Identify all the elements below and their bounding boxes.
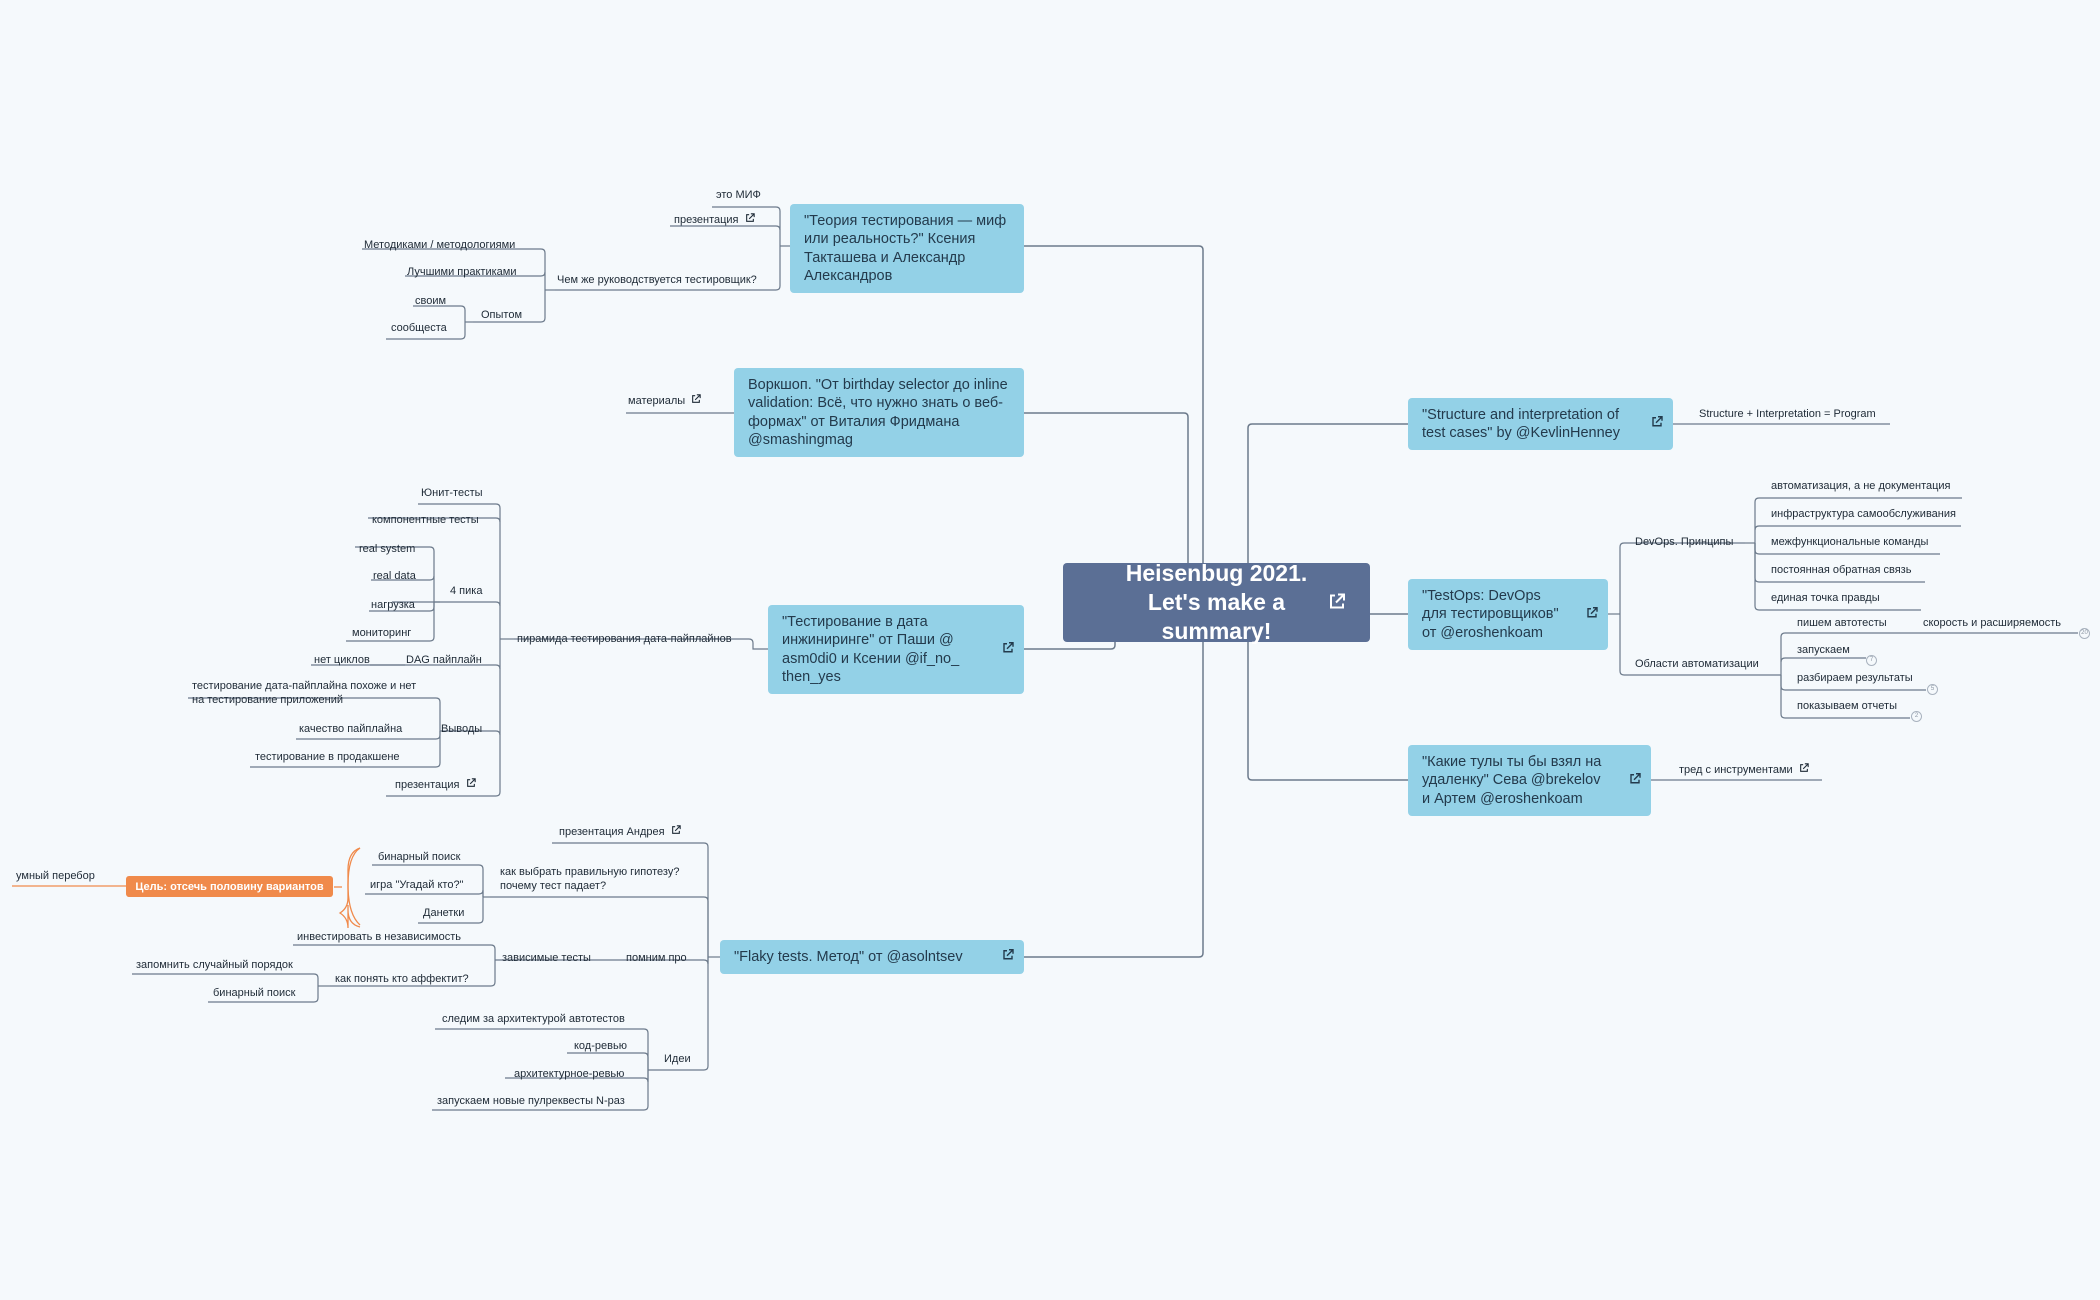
- central-topic-title: Heisenbug 2021. Let's make a summary!: [1125, 560, 1308, 644]
- subtopic-community[interactable]: сообщеста: [391, 322, 447, 334]
- subtopic-run[interactable]: запускаем: [1797, 644, 1850, 656]
- subtopic-principle-2[interactable]: инфраструктура самообслуживания: [1771, 508, 1956, 520]
- subtopic-label: презентация: [674, 214, 739, 226]
- external-link-icon[interactable]: [745, 213, 755, 227]
- subtopic-random-order[interactable]: запомнить случайный порядок: [136, 959, 293, 971]
- subtopic-conclusions[interactable]: Выводы: [441, 723, 483, 735]
- external-link-icon[interactable]: [1629, 771, 1641, 790]
- subtopic-real-system[interactable]: real system: [359, 543, 416, 555]
- subtopic-question[interactable]: Чем же руководствуется тестировщик?: [557, 274, 757, 286]
- external-link-icon[interactable]: [466, 778, 476, 792]
- external-link-icon[interactable]: [1799, 763, 1809, 777]
- external-link-icon[interactable]: [691, 394, 701, 408]
- topic-testops[interactable]: "TestOps: DevOps для тестировщиков" от @…: [1408, 579, 1608, 650]
- subtopic-reports[interactable]: показываем отчеты: [1797, 700, 1897, 712]
- external-link-icon[interactable]: [1002, 948, 1014, 967]
- subtopic-four-peaks[interactable]: 4 пика: [450, 585, 483, 597]
- subtopic-principle-3[interactable]: межфункциональные команды: [1771, 536, 1929, 548]
- subtopic-label: материалы: [628, 395, 686, 407]
- subtopic-binary-search-2[interactable]: бинарный поиск: [213, 987, 296, 999]
- topic-data-engineering[interactable]: "Тестирование в дата инжиниринге" от Паш…: [768, 605, 1024, 694]
- topic-title: "Какие тулы ты бы взял на удаленку" Сева…: [1422, 753, 1602, 807]
- subtopic-pyramid[interactable]: пирамида тестирования дата-пайплайнов: [517, 633, 732, 645]
- subtopic-presentation[interactable]: презентация: [674, 213, 755, 227]
- subtopic-methods[interactable]: Методиками / методологиями: [364, 239, 516, 251]
- subtopic-materials[interactable]: материалы: [628, 394, 701, 408]
- central-topic[interactable]: Heisenbug 2021. Let's make a summary!: [1063, 560, 1370, 644]
- subtopic-n-runs[interactable]: запускаем новые пулреквесты N-раз: [437, 1095, 625, 1107]
- external-link-icon[interactable]: [671, 825, 681, 839]
- external-link-icon[interactable]: [1586, 605, 1598, 624]
- collapsed-count-badge[interactable]: 5: [1927, 684, 1938, 695]
- topic-workshop[interactable]: Воркшоп. "От birthday selector до inline…: [734, 368, 1024, 457]
- subtopic-remember-about[interactable]: помним про: [626, 952, 687, 964]
- subtopic-unit-tests[interactable]: Юнит-тесты: [421, 487, 483, 499]
- collapsed-count-badge[interactable]: 2: [1911, 711, 1922, 722]
- subtopic-arch-review[interactable]: архитектурное-ревью: [514, 1068, 625, 1080]
- subtopic-who-affects[interactable]: как понять кто аффектит?: [335, 973, 469, 985]
- subtopic-dependent-tests[interactable]: зависимые тесты: [502, 952, 591, 964]
- subtopic-analyze[interactable]: разбираем результаты: [1797, 672, 1913, 684]
- topic-title: "Flaky tests. Метод" от @asolntsev: [734, 948, 963, 965]
- subtopic-automation-areas[interactable]: Области автоматизации: [1635, 658, 1759, 670]
- subtopic-tools-thread[interactable]: тред с инструментами: [1679, 763, 1809, 777]
- topic-theory[interactable]: "Теория тестирования — миф или реальност…: [790, 204, 1024, 293]
- subtopic-monitoring[interactable]: мониторинг: [352, 627, 412, 639]
- collapsed-count-badge[interactable]: 20: [2079, 628, 2090, 639]
- subtopic-principle-1[interactable]: автоматизация, а не документация: [1771, 480, 1951, 492]
- topic-title: "Тестирование в дата инжиниринге" от Паш…: [782, 613, 960, 686]
- external-link-icon[interactable]: [1651, 415, 1663, 434]
- subtopic-principle-5[interactable]: единая точка правды: [1771, 592, 1880, 604]
- subtopic-speed[interactable]: скорость и расширяемость: [1923, 617, 2062, 629]
- subtopic-myth[interactable]: это МИФ: [716, 189, 761, 201]
- subtopic-label: презентация Андрея: [559, 826, 665, 838]
- summary-goal[interactable]: Цель: отсечь половину вариантов: [126, 876, 333, 897]
- topic-title: Воркшоп. "От birthday selector до inline…: [748, 376, 1008, 449]
- subtopic-arch-follow[interactable]: следим за архитектурой автотестов: [442, 1013, 625, 1025]
- collapsed-count-badge[interactable]: 7: [1866, 655, 1877, 666]
- subtopic-principle-4[interactable]: постоянная обратная связь: [1771, 564, 1912, 576]
- subtopic-prod[interactable]: тестирование в продакшене: [255, 751, 400, 763]
- subtopic-load[interactable]: нагрузка: [371, 599, 415, 611]
- topic-title: "Structure and interpretation of test ca…: [1422, 406, 1620, 442]
- subtopic-data-presentation[interactable]: презентация: [395, 778, 476, 792]
- subtopic-quality[interactable]: качество пайплайна: [299, 723, 403, 735]
- subtopic-hypothesis[interactable]: как выбрать правильную гипотезу? почему …: [500, 866, 680, 892]
- topic-title: "Теория тестирования — миф или реальност…: [804, 212, 1007, 285]
- subtopic-component-tests[interactable]: компонентные тесты: [372, 514, 479, 526]
- subtopic-smart-search[interactable]: умный перебор: [16, 870, 95, 882]
- subtopic-no-cycles[interactable]: нет циклов: [314, 654, 370, 666]
- topic-title: "TestOps: DevOps для тестировщиков" от @…: [1422, 587, 1559, 641]
- subtopic-danetki[interactable]: Данетки: [423, 907, 465, 919]
- subtopic-label: тред с инструментами: [1679, 764, 1793, 776]
- subtopic-real-data[interactable]: real data: [373, 570, 416, 582]
- subtopic-devops-principles[interactable]: DevOps. Принципы: [1635, 536, 1734, 548]
- subtopic-ideas[interactable]: Идеи: [664, 1053, 691, 1065]
- subtopic-formula[interactable]: Structure + Interpretation = Program: [1699, 408, 1876, 420]
- subtopic-dag[interactable]: DAG пайплайн: [406, 654, 482, 666]
- subtopic-experience[interactable]: Опытом: [481, 309, 523, 321]
- subtopic-andrey-presentation[interactable]: презентация Андрея: [559, 825, 681, 839]
- subtopic-binary-search[interactable]: бинарный поиск: [378, 851, 461, 863]
- topic-tools[interactable]: "Какие тулы ты бы взял на удаленку" Сева…: [1408, 745, 1651, 816]
- subtopic-write-autotests[interactable]: пишем автотесты: [1797, 617, 1887, 629]
- subtopic-invest[interactable]: инвестировать в независимость: [297, 931, 461, 943]
- subtopic-label: презентация: [395, 779, 460, 791]
- subtopic-guess-who[interactable]: игра "Угадай кто?": [370, 879, 464, 891]
- external-link-icon[interactable]: [1002, 640, 1014, 659]
- topic-flaky-tests[interactable]: "Flaky tests. Метод" от @asolntsev: [720, 940, 1024, 974]
- topic-structure[interactable]: "Structure and interpretation of test ca…: [1408, 398, 1673, 450]
- external-link-icon[interactable]: [1328, 588, 1346, 617]
- subtopic-practices[interactable]: Лучшими практиками: [407, 266, 517, 278]
- subtopic-similar[interactable]: тестирование дата-пайплайна похоже и нет…: [192, 680, 417, 706]
- subtopic-code-review[interactable]: код-ревью: [574, 1040, 627, 1052]
- subtopic-own[interactable]: своим: [415, 295, 447, 307]
